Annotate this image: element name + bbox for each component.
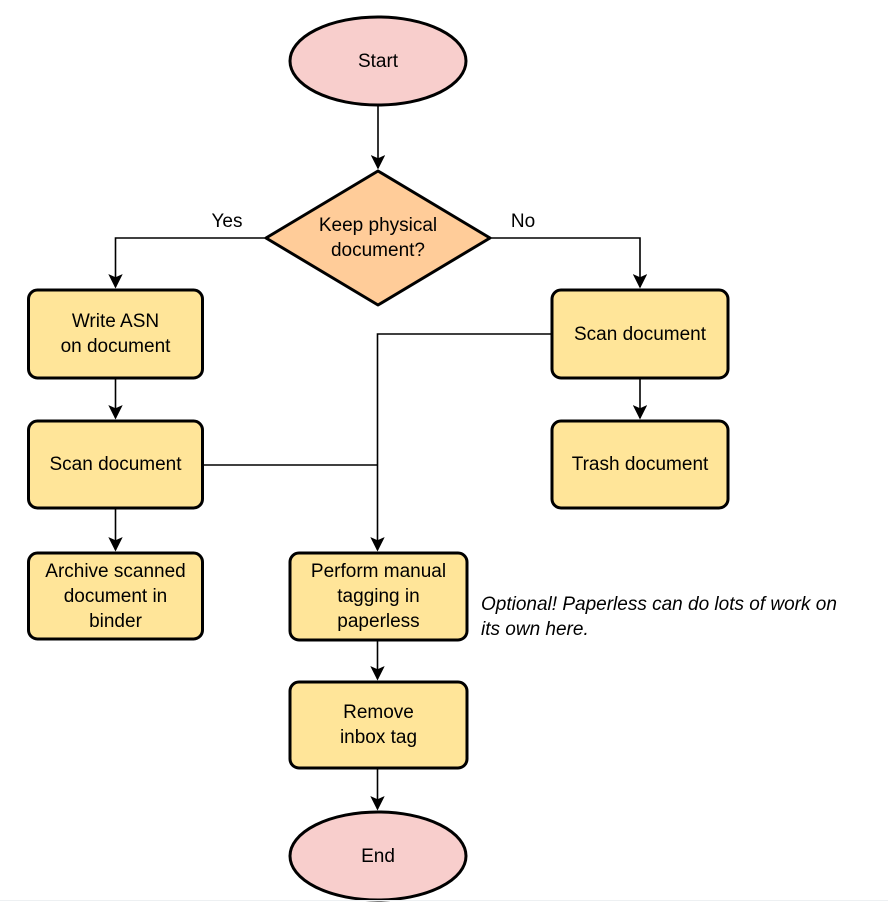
- nodes-layer: [27, 15, 730, 902]
- edge-decision-to-scan-right: [490, 237, 648, 289]
- node-archive-shape: [27, 551, 204, 641]
- node-decision-shape: [264, 169, 492, 307]
- node-end-shape: [288, 810, 468, 902]
- node-scan-right-shape: [550, 288, 730, 380]
- node-start-shape: [288, 15, 468, 107]
- node-write-asn-shape: [27, 288, 204, 380]
- edge-scan-right-to-tagging: [370, 333, 552, 552]
- node-scan-left-shape: [27, 419, 204, 510]
- node-remove-inbox-shape: [288, 680, 469, 770]
- node-trash-shape: [550, 419, 730, 510]
- node-tagging-shape: [288, 551, 469, 642]
- bottom-divider: [0, 900, 888, 901]
- edges-layer: [108, 105, 648, 811]
- edge-decision-to-write-asn: [108, 237, 266, 289]
